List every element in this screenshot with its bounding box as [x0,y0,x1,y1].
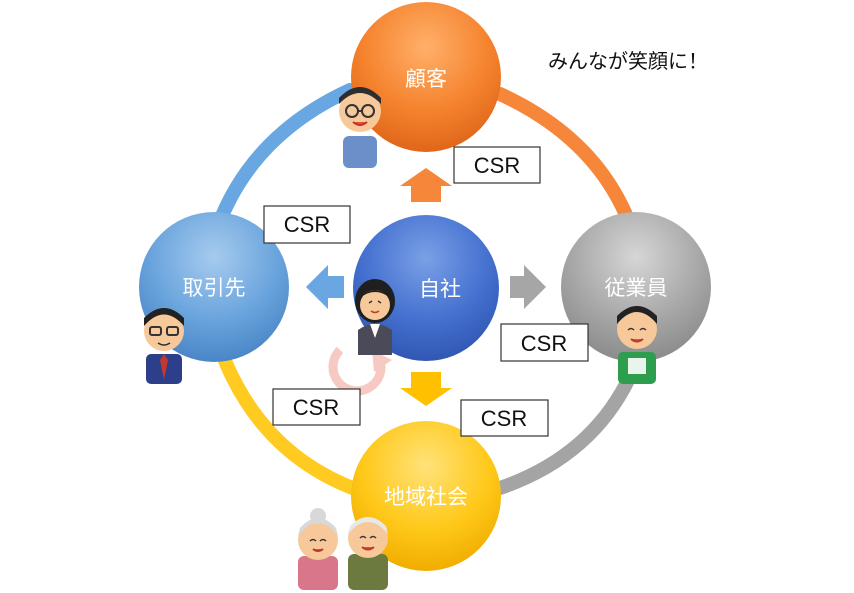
arrow-left-icon [306,265,344,309]
svg-text:CSR: CSR [521,331,567,356]
arrow-down-icon [400,372,452,406]
svg-text:CSR: CSR [284,212,330,237]
csr-box-community-left: CSR [272,388,361,426]
arrow-up-icon [400,168,452,202]
node-center: 自社 [353,215,499,361]
node-community-label: 地域社会 [384,485,468,509]
cycle-arrow-icon [328,346,392,396]
csr-box-community-right: CSR [460,399,549,437]
svg-text:CSR: CSR [481,406,527,431]
partner-person-icon [144,308,184,384]
node-center-label: 自社 [419,277,461,301]
community-elderly-people-icon [298,508,388,590]
csr-box-employee: CSR [500,323,589,362]
node-community: 地域社会 [351,421,501,571]
arc-customer-partner [211,83,357,233]
csr-box-customer: CSR [453,146,541,184]
svg-text:CSR: CSR [293,395,339,420]
node-partner-label: 取引先 [183,276,246,300]
node-employee-label: 従業員 [605,276,668,300]
csr-box-partner: CSR [263,205,351,244]
company-person-icon [355,279,395,355]
svg-text:CSR: CSR [474,153,520,178]
customer-person-icon [339,87,381,168]
arrow-right-icon [510,265,546,309]
employee-person-icon [617,306,657,384]
arc-customer-employee [493,87,639,237]
node-customer-label: 顧客 [405,67,447,91]
arc-partner-community [213,341,362,496]
node-customer: 顧客 [351,2,501,152]
node-employee: 従業員 [561,212,711,362]
slogan-text: みんなが笑顔に！ [548,49,708,73]
